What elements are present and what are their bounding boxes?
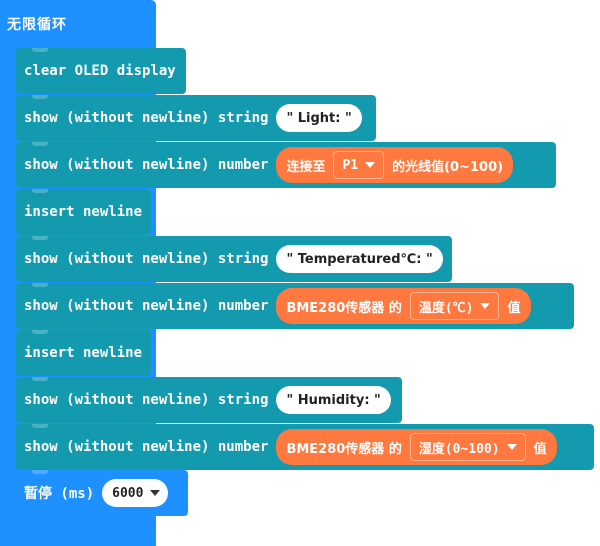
- block-notch: [32, 424, 48, 428]
- string-input-humidity[interactable]: " Humidity: ": [276, 386, 391, 414]
- pause-duration-value: 6000: [112, 485, 144, 501]
- block-label: clear OLED display: [24, 63, 176, 79]
- light-level-reporter[interactable]: 连接至 P1 的光线值(0~100): [276, 147, 514, 183]
- string-input-light[interactable]: " Light: ": [276, 104, 362, 132]
- reporter-prefix: 连接至: [286, 159, 326, 175]
- insert-newline-block[interactable]: insert newline: [16, 330, 151, 376]
- block-notch: [32, 48, 48, 52]
- reporter-suffix: 值: [533, 441, 547, 457]
- block-label: 暂停 (ms): [24, 486, 95, 502]
- block-label: show (without newline) number: [24, 157, 269, 173]
- block-notch: [32, 142, 48, 146]
- measurement-dropdown-value: 温度(℃): [418, 300, 474, 316]
- block-label: show (without newline) string: [24, 251, 269, 267]
- pause-block[interactable]: 暂停 (ms) 6000: [16, 470, 188, 516]
- block-notch: [32, 95, 48, 99]
- block-label: insert newline: [24, 345, 143, 361]
- chevron-down-icon: [365, 162, 376, 168]
- measurement-dropdown-value: 湿度(0~100): [418, 441, 500, 457]
- show-number-block-light[interactable]: show (without newline) number 连接至 P1 的光线…: [16, 142, 556, 188]
- pin-dropdown[interactable]: P1: [333, 151, 385, 179]
- loop-body-bar: [0, 40, 16, 510]
- show-string-block-light[interactable]: show (without newline) string " Light: ": [16, 95, 376, 141]
- chevron-down-icon: [150, 490, 161, 496]
- block-label: show (without newline) string: [24, 392, 269, 408]
- chevron-down-icon: [480, 303, 491, 309]
- block-label: insert newline: [24, 204, 143, 220]
- chevron-down-icon: [506, 444, 517, 450]
- show-string-block-temperature[interactable]: show (without newline) string " Temperat…: [16, 236, 452, 282]
- block-notch: [32, 189, 48, 193]
- clear-display-block[interactable]: clear OLED display: [16, 48, 186, 94]
- reporter-suffix: 的光线值(0~100): [392, 159, 504, 175]
- block-notch: [32, 283, 48, 287]
- show-number-block-humidity[interactable]: show (without newline) number BME280传感器 …: [16, 424, 594, 470]
- string-input-temperature[interactable]: " Temperatured℃: ": [276, 245, 443, 273]
- show-number-block-temperature[interactable]: show (without newline) number BME280传感器 …: [16, 283, 574, 329]
- block-label: show (without newline) number: [24, 439, 269, 455]
- block-notch: [32, 377, 48, 381]
- insert-newline-block[interactable]: insert newline: [16, 189, 151, 235]
- reporter-suffix: 值: [507, 300, 521, 316]
- block-notch: [32, 236, 48, 240]
- block-notch: [32, 330, 48, 334]
- humidity-reporter[interactable]: BME280传感器 的 湿度(0~100) 值: [276, 429, 557, 465]
- show-string-block-humidity[interactable]: show (without newline) string " Humidity…: [16, 377, 402, 423]
- measurement-dropdown[interactable]: 湿度(0~100): [409, 433, 526, 461]
- reporter-prefix: BME280传感器 的: [286, 300, 402, 316]
- pin-dropdown-value: P1: [342, 157, 359, 173]
- forever-loop-label: 无限循环: [7, 17, 67, 33]
- block-label: show (without newline) number: [24, 298, 269, 314]
- temperature-reporter[interactable]: BME280传感器 的 温度(℃) 值: [276, 288, 531, 324]
- measurement-dropdown[interactable]: 温度(℃): [409, 292, 500, 320]
- reporter-prefix: BME280传感器 的: [286, 441, 402, 457]
- pause-duration-dropdown[interactable]: 6000: [102, 479, 169, 507]
- block-notch: [32, 470, 48, 474]
- block-label: show (without newline) string: [24, 110, 269, 126]
